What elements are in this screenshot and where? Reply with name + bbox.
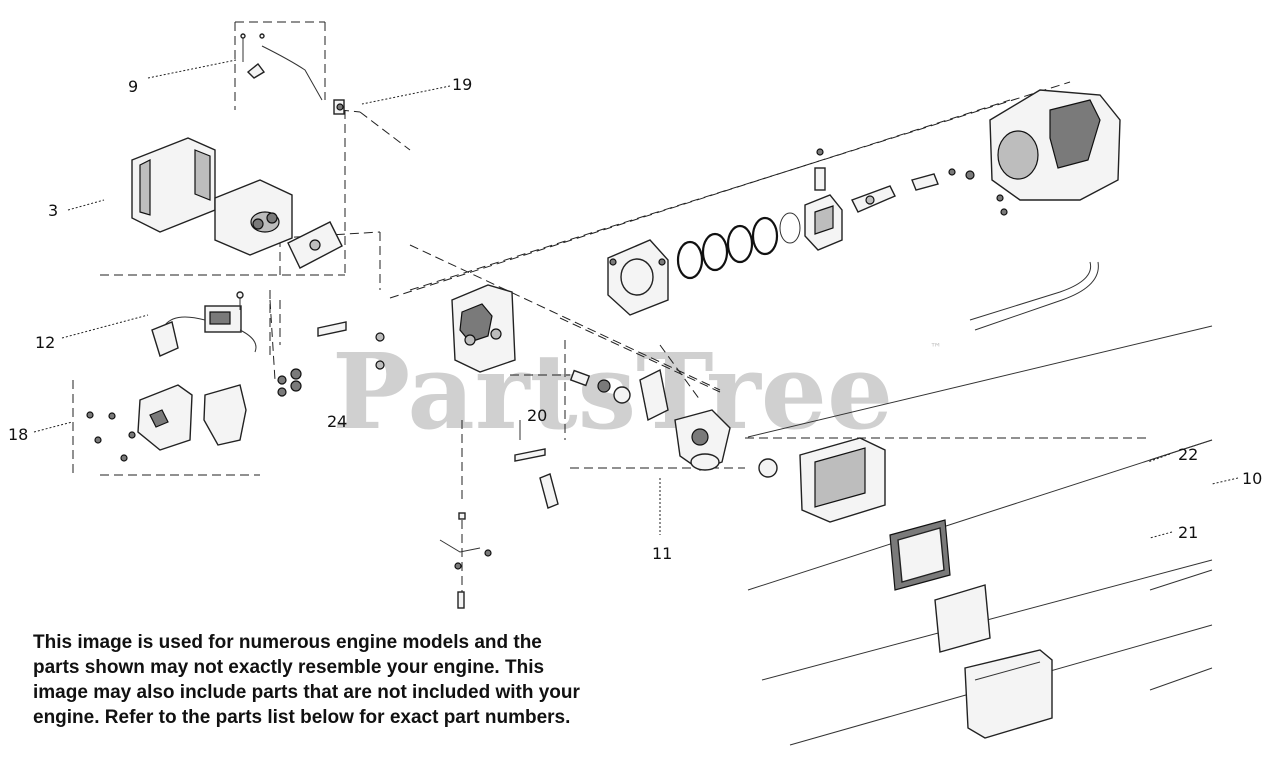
disclaimer-text: This image is used for numerous engine m… <box>33 632 580 728</box>
fuel-line <box>969 261 1099 331</box>
part-12-ignition-coil <box>151 291 257 357</box>
part-11-carburetor <box>674 409 731 471</box>
assembly-guide-lines <box>72 21 1148 600</box>
callout-11[interactable]: 11 <box>652 544 672 563</box>
callout-leaders <box>33 59 1239 539</box>
part-20-intake-parts <box>514 368 669 462</box>
watermark-trademark: ™ <box>930 341 942 355</box>
callout-12[interactable]: 12 <box>35 333 55 352</box>
head-gasket <box>607 239 669 316</box>
callout-18[interactable]: 18 <box>8 425 28 444</box>
callout-3[interactable]: 3 <box>48 201 58 220</box>
governor-linkage <box>439 473 559 609</box>
engine-block <box>989 89 1121 216</box>
connecting-rod <box>851 168 975 213</box>
callout-21[interactable]: 21 <box>1178 523 1198 542</box>
part-22-air-cleaner-base <box>758 437 886 523</box>
part-24-nuts <box>277 321 385 397</box>
callout-20[interactable]: 20 <box>527 406 547 425</box>
part-3-muffler-assembly <box>131 137 343 269</box>
callout-24[interactable]: 24 <box>327 412 347 431</box>
callout-10[interactable]: 10 <box>1242 469 1262 488</box>
part-21-air-filter <box>889 519 991 653</box>
callout-19[interactable]: 19 <box>452 75 472 94</box>
part-9-link-bracket <box>240 33 323 101</box>
cylinder-head <box>451 284 516 373</box>
watermark-text: PartsTree <box>332 330 893 453</box>
part-19-fastener <box>333 99 345 115</box>
callout-9[interactable]: 9 <box>128 77 138 96</box>
callout-22[interactable]: 22 <box>1178 445 1198 464</box>
part-18-shroud-covers <box>86 384 247 462</box>
piston-rings <box>676 212 801 280</box>
piston <box>804 148 843 251</box>
part-10-air-cleaner-cover <box>964 649 1053 739</box>
